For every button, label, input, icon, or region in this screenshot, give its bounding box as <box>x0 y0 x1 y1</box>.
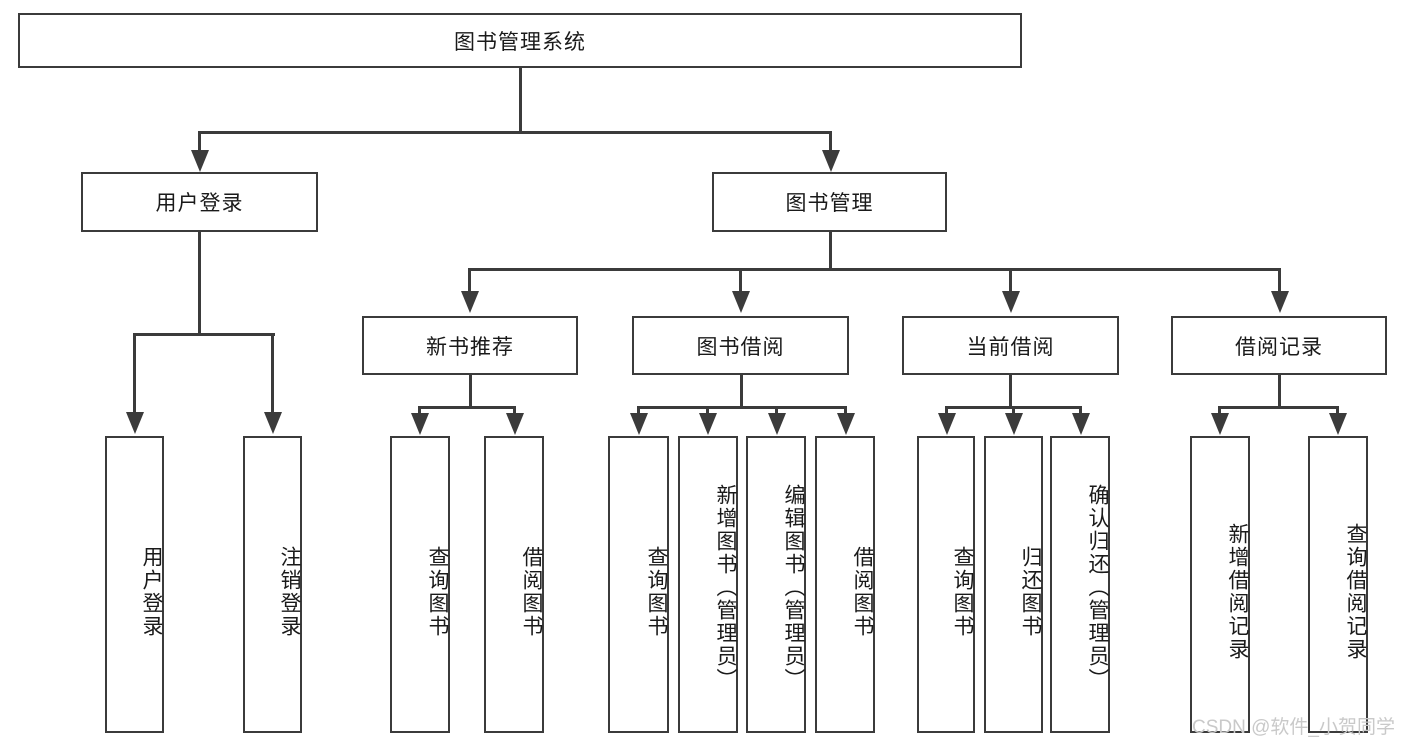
arrow-bb-leaf-1 <box>630 413 648 435</box>
edge-new-book-rec-stem <box>469 375 472 409</box>
node-label: 图书借阅 <box>696 335 785 359</box>
edge-nbr-leaf-2 <box>513 406 516 418</box>
leaf-node[interactable]: 查询借阅记录 <box>1308 436 1368 733</box>
arrow-to-leaf-user-login <box>126 412 144 434</box>
edge-cb-leaf-2 <box>1012 406 1015 418</box>
edge-bb-leaf-1 <box>637 406 640 418</box>
arrow-br-leaf-2 <box>1329 413 1347 435</box>
edge-borrow-record-bar <box>1219 406 1339 409</box>
edge-to-book-borrow <box>739 268 742 294</box>
arrow-to-leaf-logout <box>264 412 282 434</box>
arrow-to-book-management <box>822 150 840 172</box>
edge-new-book-rec-bar <box>419 406 516 409</box>
leaf-label: 查询借阅记录 <box>1344 522 1367 661</box>
edge-to-new-book-rec <box>468 268 471 294</box>
leaf-node[interactable]: 注销登录 <box>243 436 302 733</box>
arrow-bb-leaf-4 <box>837 413 855 435</box>
leaf-label: 查询图书 <box>951 545 974 638</box>
leaf-label: 归还图书 <box>1019 545 1042 638</box>
leaf-node[interactable]: 编辑图书（管理员） <box>746 436 806 733</box>
leaf-label: 注销登录 <box>278 545 301 638</box>
arrow-cb-leaf-2 <box>1005 413 1023 435</box>
edge-br-leaf-2 <box>1336 406 1339 418</box>
edge-to-user-login <box>198 131 201 153</box>
leaf-node[interactable]: 新增借阅记录 <box>1190 436 1250 733</box>
arrow-bb-leaf-3 <box>768 413 786 435</box>
arrow-cb-leaf-3 <box>1072 413 1090 435</box>
leaf-label: 用户登录 <box>140 545 163 638</box>
edge-bb-leaf-2 <box>706 406 709 418</box>
leaf-node[interactable]: 查询图书 <box>917 436 975 733</box>
leaf-node[interactable]: 确认归还（管理员） <box>1050 436 1110 733</box>
edge-to-borrow-record <box>1278 268 1281 294</box>
leaf-label: 查询图书 <box>645 545 668 638</box>
leaf-node[interactable]: 新增图书（管理员） <box>678 436 738 733</box>
leaf-label: 借阅图书 <box>851 545 874 638</box>
arrow-to-book-borrow <box>732 291 750 313</box>
edge-bb-leaf-4 <box>844 406 847 418</box>
leaf-label: 借阅图书 <box>520 545 543 638</box>
edge-root-stem <box>519 68 522 133</box>
leaf-label: 新增图书（管理员） <box>714 484 737 691</box>
node-root-book-management-system[interactable]: 图书管理系统 <box>18 13 1022 68</box>
node-book-management[interactable]: 图书管理 <box>712 172 947 232</box>
edge-bb-leaf-3 <box>775 406 778 418</box>
leaf-node[interactable]: 查询图书 <box>608 436 669 733</box>
edge-to-book-management <box>829 131 832 153</box>
arrow-bb-leaf-2 <box>699 413 717 435</box>
leaf-node[interactable]: 归还图书 <box>984 436 1043 733</box>
edge-cb-leaf-1 <box>945 406 948 418</box>
edge-to-leaf-logout <box>271 333 274 415</box>
edge-to-current-borrow <box>1009 268 1012 294</box>
node-label: 当前借阅 <box>966 335 1055 359</box>
node-borrow-record[interactable]: 借阅记录 <box>1171 316 1387 375</box>
node-book-borrow[interactable]: 图书借阅 <box>632 316 849 375</box>
arrow-to-borrow-record <box>1271 291 1289 313</box>
arrow-to-user-login <box>191 150 209 172</box>
edge-book-borrow-bar <box>638 406 846 409</box>
arrow-nbr-leaf-1 <box>411 413 429 435</box>
leaf-node[interactable]: 用户登录 <box>105 436 164 733</box>
leaf-label: 编辑图书（管理员） <box>782 484 805 691</box>
edge-book-management-stem <box>829 232 832 270</box>
node-label: 用户登录 <box>155 192 244 215</box>
arrow-to-current-borrow <box>1002 291 1020 313</box>
edge-user-login-branch-bar <box>134 333 275 336</box>
leaf-label: 查询图书 <box>426 545 449 638</box>
node-label: 图书管理系统 <box>454 30 586 54</box>
csdn-watermark: CSDN @软件_小贺同学 <box>1192 717 1395 738</box>
edge-nbr-leaf-1 <box>418 406 421 418</box>
node-label: 新书推荐 <box>426 335 514 359</box>
edge-cb-leaf-3 <box>1079 406 1082 418</box>
leaf-label: 确认归还（管理员） <box>1086 484 1109 691</box>
edge-current-borrow-stem <box>1009 375 1012 409</box>
edge-root-branch-bar <box>198 131 832 134</box>
arrow-to-new-book-rec <box>461 291 479 313</box>
node-new-book-recommendation[interactable]: 新书推荐 <box>362 316 578 375</box>
edge-borrow-record-stem <box>1278 375 1281 409</box>
node-label: 借阅记录 <box>1235 335 1323 359</box>
edge-book-borrow-stem <box>740 375 743 409</box>
edge-br-leaf-1 <box>1218 406 1221 418</box>
node-user-login[interactable]: 用户登录 <box>81 172 318 232</box>
leaf-label: 新增借阅记录 <box>1226 522 1249 661</box>
arrow-cb-leaf-1 <box>938 413 956 435</box>
edge-level3-branch-bar <box>468 268 1280 271</box>
node-label: 图书管理 <box>785 192 874 215</box>
leaf-node[interactable]: 借阅图书 <box>484 436 544 733</box>
arrow-nbr-leaf-2 <box>506 413 524 435</box>
node-current-borrow[interactable]: 当前借阅 <box>902 316 1119 375</box>
edge-to-leaf-user-login <box>133 333 136 415</box>
leaf-node[interactable]: 查询图书 <box>390 436 450 733</box>
arrow-br-leaf-1 <box>1211 413 1229 435</box>
edge-user-login-stem <box>198 232 201 336</box>
leaf-node[interactable]: 借阅图书 <box>815 436 875 733</box>
